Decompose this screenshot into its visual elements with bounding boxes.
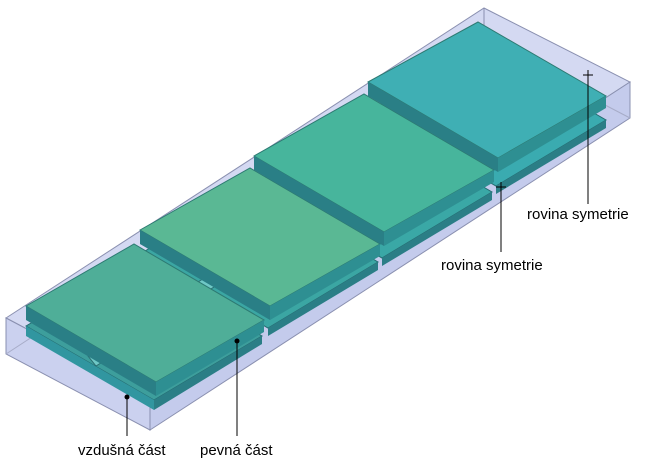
plate-2 — [138, 167, 382, 320]
leader-lines — [124, 75, 589, 436]
label-solid-part: pevná část — [200, 442, 273, 459]
label-symmetry-plane-1: rovina symetrie — [527, 206, 629, 223]
labels: vzdušná část pevná část rovina symetrie … — [78, 206, 629, 459]
label-air-part: vzdušná část — [78, 442, 166, 459]
upper-plates — [25, 21, 608, 396]
label-symmetry-plane-2: rovina symetrie — [441, 257, 543, 274]
plate-3 — [252, 93, 496, 246]
plate-4 — [366, 21, 608, 172]
